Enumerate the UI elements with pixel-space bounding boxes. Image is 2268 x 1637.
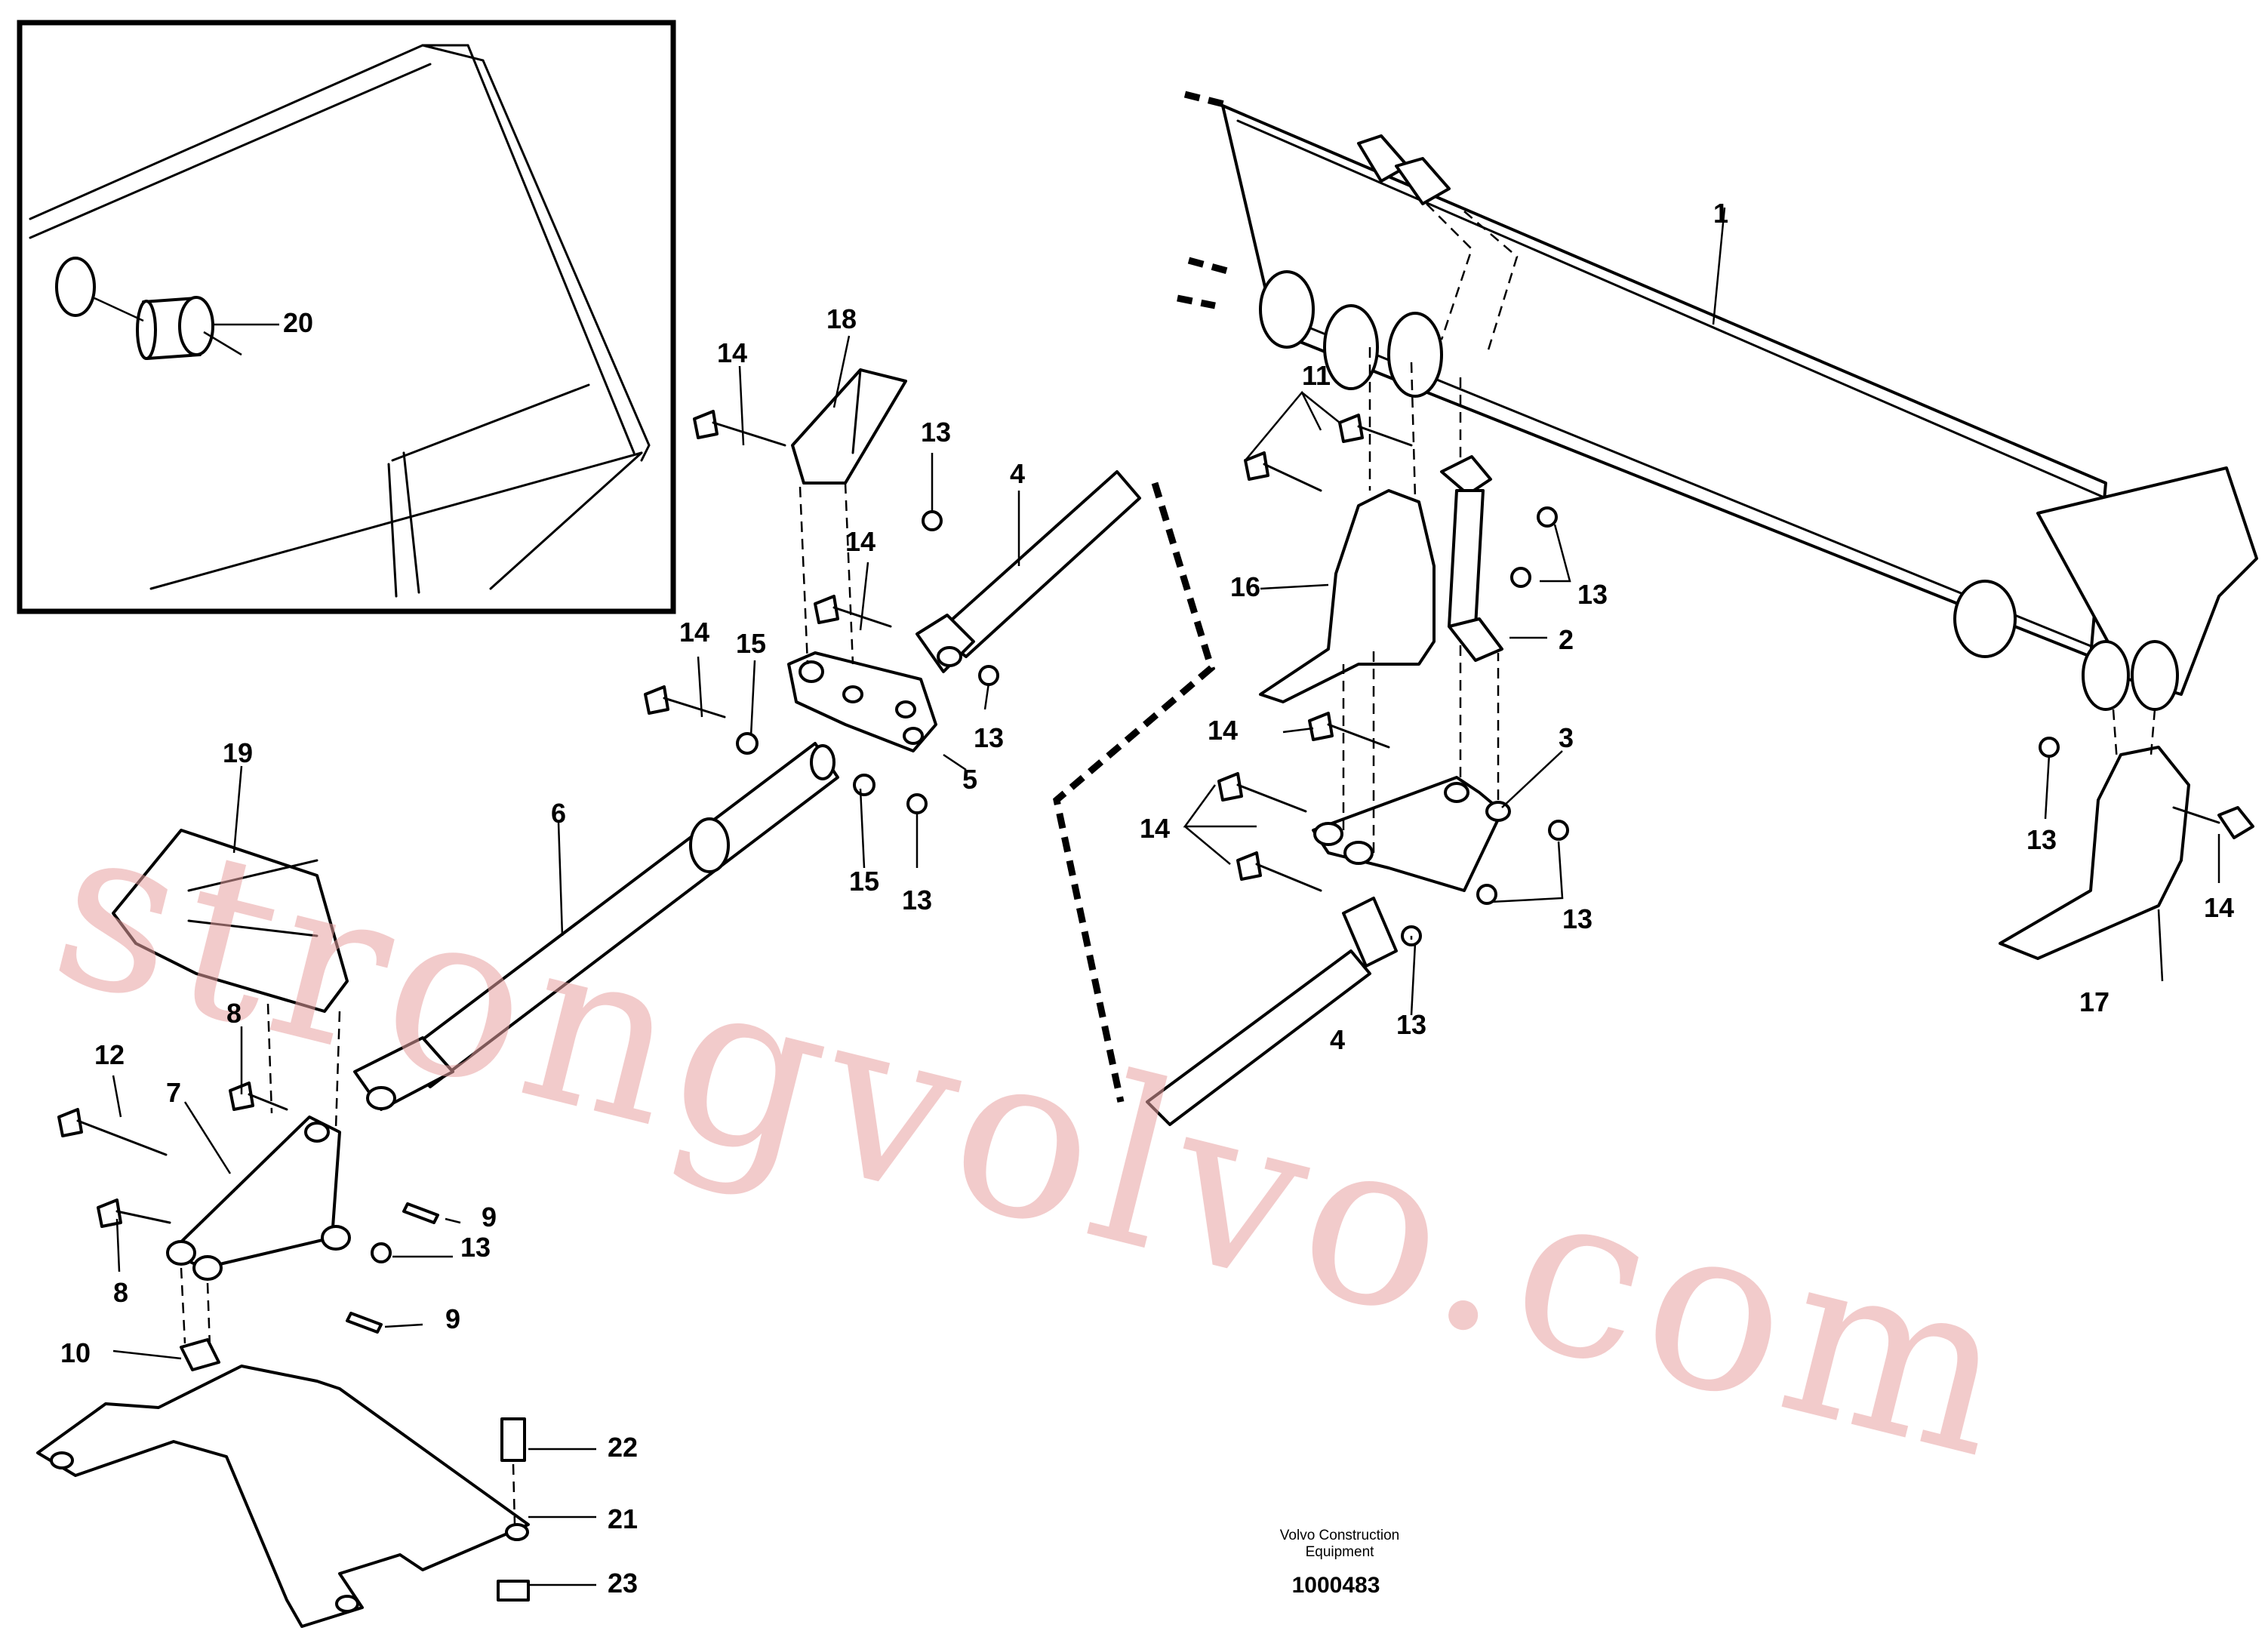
callout-10: 10 <box>60 1337 91 1368</box>
callout-13-c: 13 <box>902 885 932 915</box>
nut-23 <box>497 1580 530 1602</box>
stop-18 <box>791 368 907 485</box>
callout-13-a: 13 <box>921 417 951 448</box>
callout-3: 3 <box>1559 722 1574 753</box>
document-number: 1000483 <box>1292 1573 1380 1598</box>
callout-14-b: 14 <box>845 526 876 557</box>
link-3 <box>1312 776 1511 892</box>
callout-2: 2 <box>1559 624 1574 655</box>
link-7 <box>166 1115 351 1281</box>
callout-labels: 1 2 3 4 4 5 6 7 8 8 9 9 10 11 12 13 13 1… <box>60 198 2234 1599</box>
callout-23: 23 <box>608 1568 638 1599</box>
callout-13-g: 13 <box>1396 1009 1426 1040</box>
caption-block: Volvo Construction Equipment 1000483 <box>1280 1528 1399 1598</box>
cylinder-6 <box>353 742 839 1111</box>
callout-8-upper: 8 <box>226 998 242 1029</box>
bushing-10 <box>180 1338 220 1371</box>
bolt-22 <box>500 1417 526 1462</box>
bracket-19 <box>112 829 349 1013</box>
callout-14-d: 14 <box>1208 715 1238 746</box>
callout-16: 16 <box>1230 571 1260 602</box>
callout-22: 22 <box>608 1432 638 1463</box>
callout-14-c: 14 <box>679 617 709 648</box>
callout-15-a: 15 <box>736 628 766 659</box>
callout-20: 20 <box>283 307 313 338</box>
callout-12: 12 <box>94 1039 125 1070</box>
callout-18: 18 <box>826 303 857 334</box>
callout-11: 11 <box>1302 360 1331 391</box>
leader-lines <box>112 335 2220 1586</box>
callout-4-upper: 4 <box>1010 458 1025 489</box>
cylinder-4-upper <box>916 470 1216 1103</box>
stop-17 <box>1999 746 2190 960</box>
inset-frame <box>17 20 676 614</box>
callout-14-a: 14 <box>717 337 747 368</box>
bracket-5 <box>787 651 937 752</box>
pins-9 <box>346 1202 439 1334</box>
callout-9-upper: 9 <box>482 1202 497 1232</box>
callout-13-h: 13 <box>2026 824 2057 855</box>
callout-14-f: 14 <box>2204 892 2234 923</box>
callout-13-b: 13 <box>974 722 1004 753</box>
callout-5: 5 <box>962 764 977 795</box>
callout-13-e: 13 <box>1577 579 1608 610</box>
bushing-20 <box>136 296 214 360</box>
caption-line-1: Volvo Construction <box>1280 1528 1399 1543</box>
plate-21 <box>36 1365 530 1628</box>
link-2 <box>1440 455 1503 662</box>
nuts <box>371 506 2060 1263</box>
callout-21: 21 <box>608 1503 638 1534</box>
callout-9-lower: 9 <box>445 1303 460 1334</box>
boom-1 <box>1177 91 2258 711</box>
callout-8-lower: 8 <box>113 1277 128 1308</box>
callout-4-lower: 4 <box>1330 1024 1345 1055</box>
callout-13-f: 13 <box>1562 903 1593 934</box>
inset-detail <box>17 20 676 614</box>
callout-1: 1 <box>1713 198 1728 229</box>
callout-15-b: 15 <box>849 866 879 897</box>
stop-16 <box>1259 489 1436 703</box>
callout-14-e: 14 <box>1140 813 1170 844</box>
callout-13-d: 13 <box>460 1232 491 1263</box>
callout-17: 17 <box>2079 986 2110 1017</box>
callout-6: 6 <box>551 798 566 829</box>
caption-line-2: Equipment <box>1306 1544 1375 1560</box>
assembly-lines <box>180 347 2156 1525</box>
callout-7: 7 <box>166 1077 181 1108</box>
cylinder-4-lower <box>1146 897 1398 1126</box>
bolts <box>57 410 2254 1228</box>
callout-19: 19 <box>223 737 253 768</box>
bore-hole <box>55 257 96 317</box>
